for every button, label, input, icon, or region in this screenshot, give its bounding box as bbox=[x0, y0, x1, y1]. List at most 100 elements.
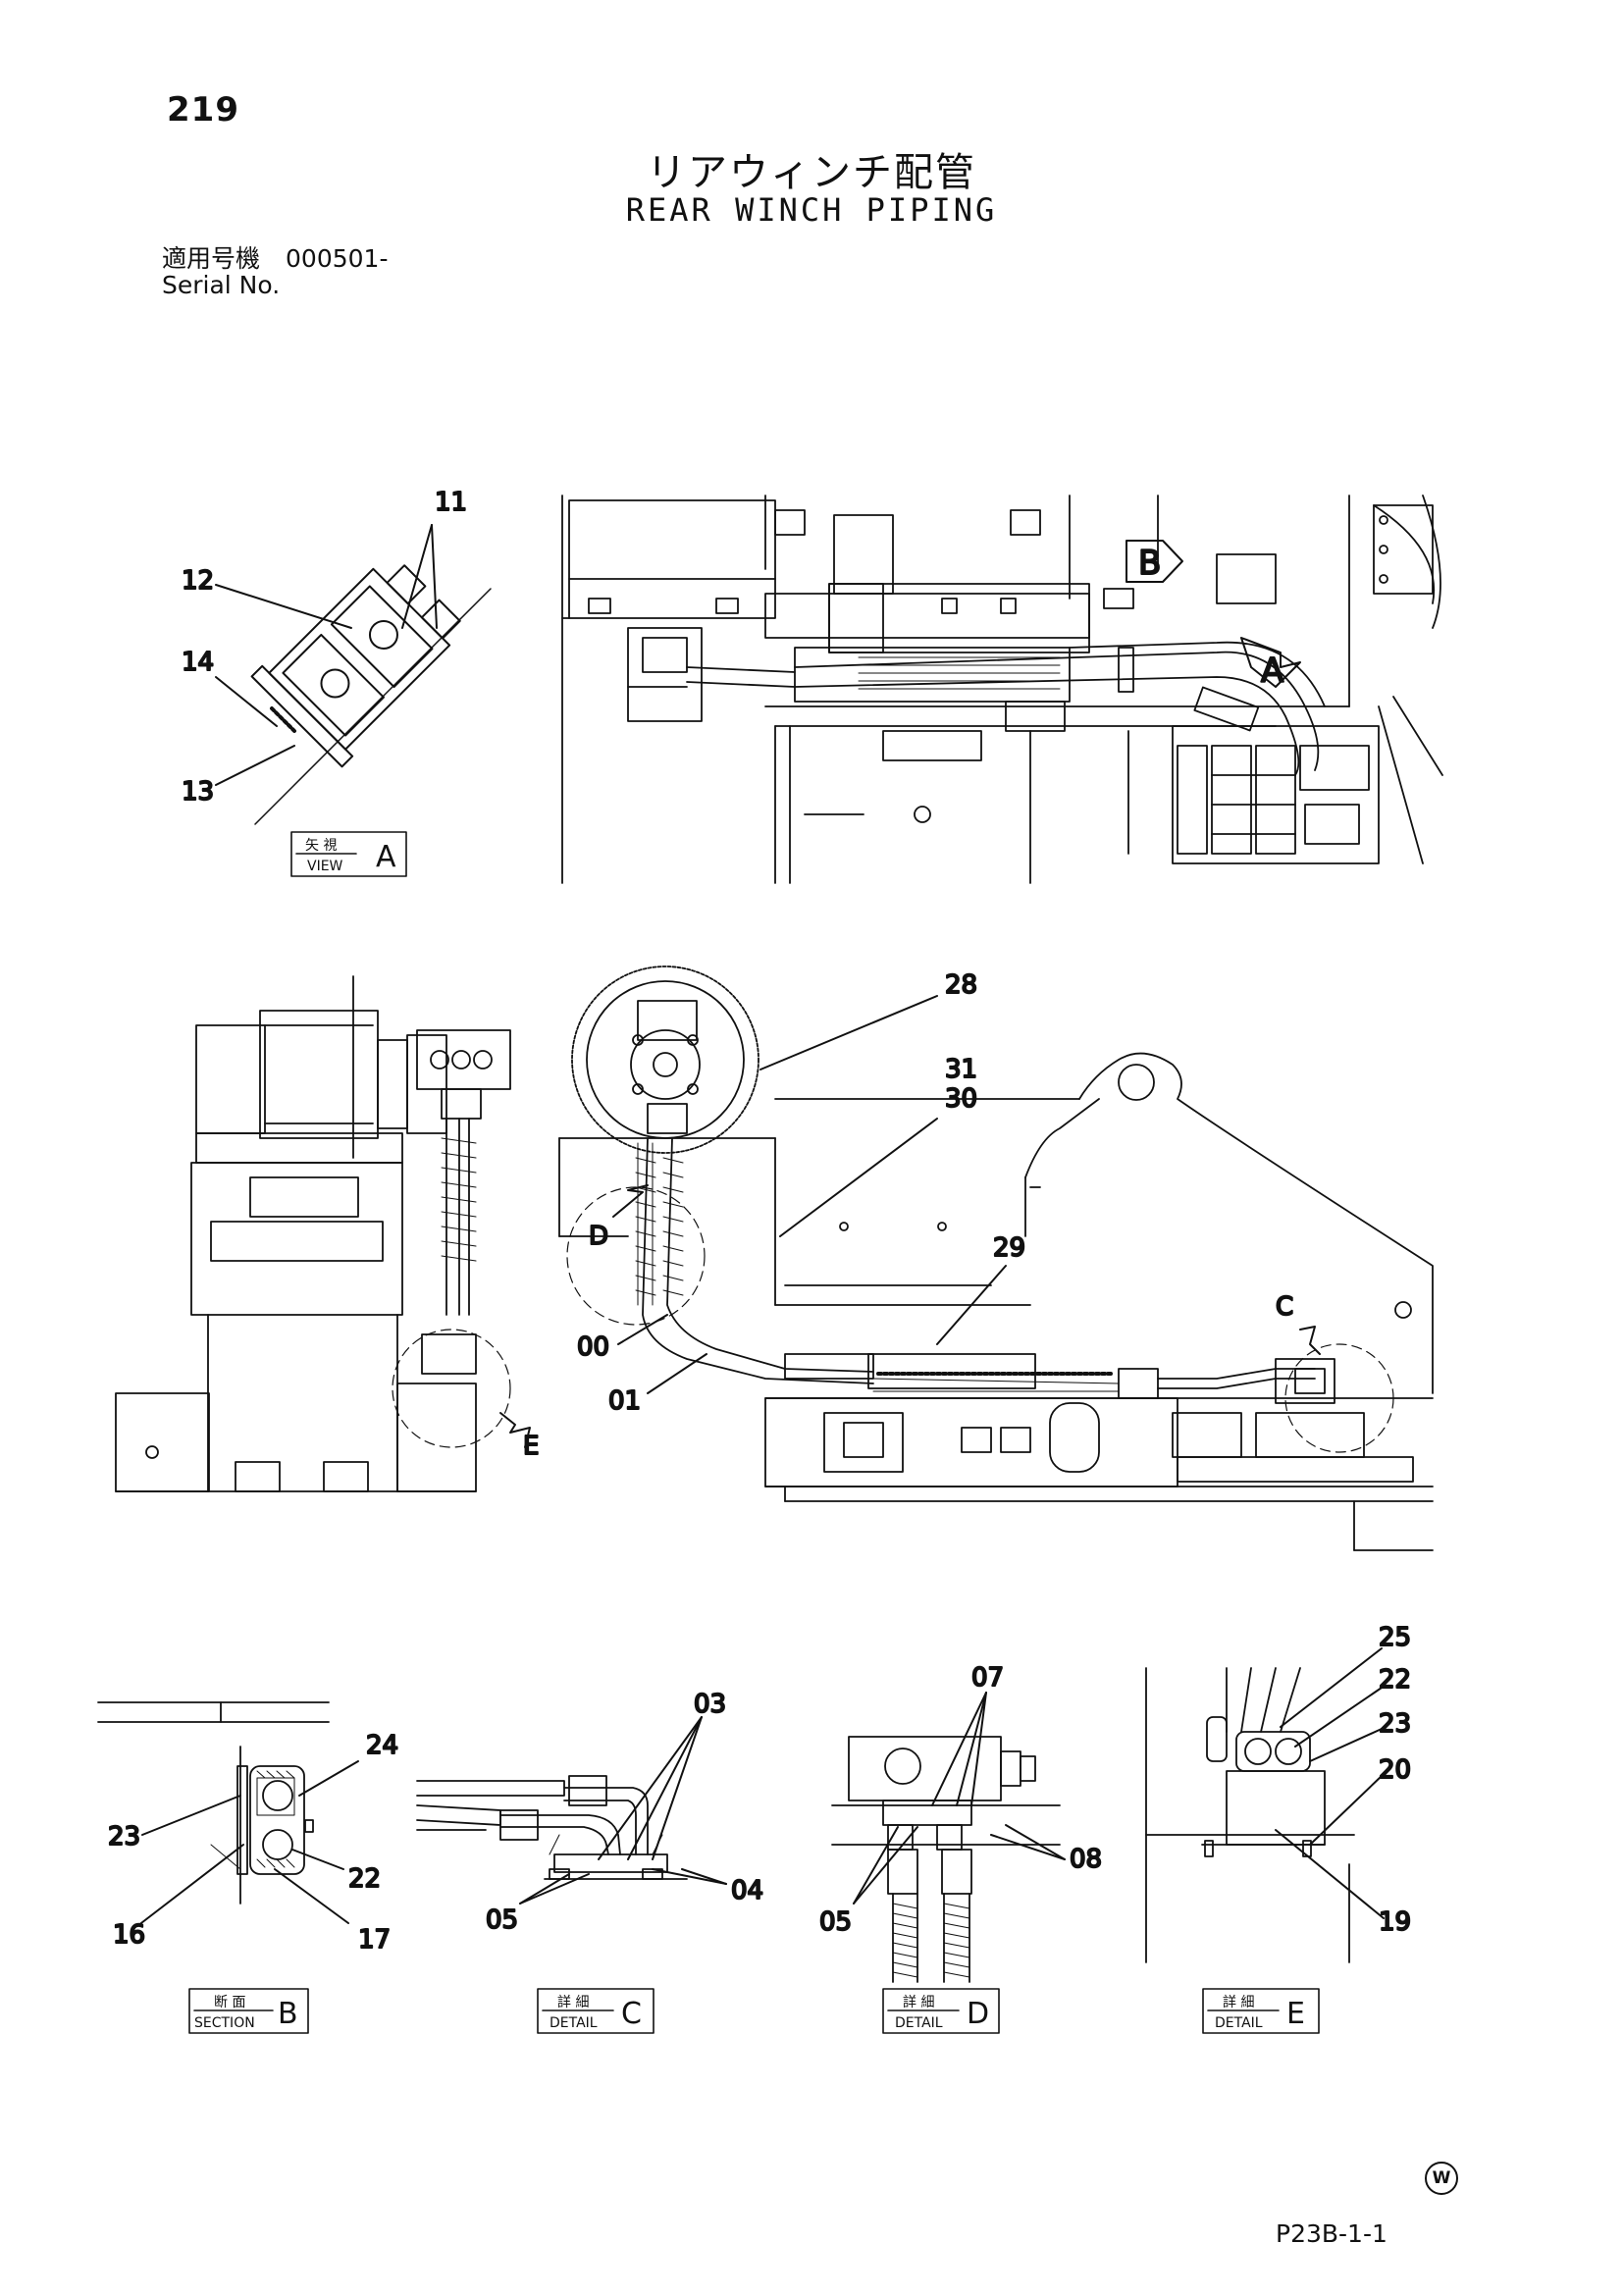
view-box-b-en: SECTION bbox=[194, 2015, 255, 2031]
leader-23 bbox=[141, 1795, 241, 1836]
view-box-c-en: DETAIL bbox=[550, 2015, 598, 2031]
leader-23b bbox=[1309, 1728, 1383, 1762]
leader-05a bbox=[519, 1873, 570, 1905]
serial-value: 000501- bbox=[286, 244, 389, 273]
leader-05d bbox=[853, 1826, 918, 1905]
view-box-b: 断 面 SECTION B bbox=[188, 1988, 309, 2034]
callout-07: 07 bbox=[971, 1663, 1004, 1693]
view-box-b-letter: B bbox=[278, 1997, 298, 2031]
view-a-letter: A bbox=[1261, 652, 1283, 691]
leader-16 bbox=[136, 1844, 244, 1927]
detail-c-drawing bbox=[416, 1775, 688, 1880]
detail-d-drawing bbox=[831, 1736, 1061, 1983]
callout-04: 04 bbox=[731, 1876, 763, 1905]
leader-01 bbox=[647, 1353, 707, 1394]
callout-29: 29 bbox=[993, 1233, 1025, 1263]
callout-05: 05 bbox=[486, 1905, 518, 1935]
callout-11: 11 bbox=[435, 488, 467, 517]
callout-20: 20 bbox=[1379, 1755, 1411, 1785]
callout-31: 31 bbox=[945, 1055, 977, 1084]
callout-28: 28 bbox=[945, 970, 977, 1000]
leader-20 bbox=[1309, 1775, 1383, 1846]
view-e-marker: E bbox=[499, 1412, 540, 1462]
leader-22b bbox=[1294, 1687, 1383, 1748]
callout-01: 01 bbox=[608, 1386, 641, 1416]
leader-14 bbox=[215, 676, 278, 727]
leader-30 bbox=[779, 1118, 938, 1237]
leader-29 bbox=[936, 1265, 1007, 1345]
view-box-d-letter: D bbox=[967, 1997, 989, 2031]
callout-25: 25 bbox=[1379, 1623, 1411, 1652]
leader-13 bbox=[215, 745, 295, 786]
callout-16: 16 bbox=[113, 1920, 145, 1950]
view-a-marker: A bbox=[1240, 637, 1301, 692]
view-box-d: 詳 細 DETAIL D bbox=[882, 1988, 1000, 2034]
view-box-b-ja: 断 面 bbox=[214, 1995, 245, 2010]
view-box-d-en: DETAIL bbox=[895, 2015, 943, 2031]
callout-17: 17 bbox=[358, 1925, 391, 1955]
callout-24: 24 bbox=[366, 1731, 398, 1760]
view-box-e-en: DETAIL bbox=[1215, 2015, 1263, 2031]
leader-12 bbox=[215, 584, 352, 629]
serial-label-en: Serial No. bbox=[162, 271, 281, 299]
callout-14: 14 bbox=[182, 648, 214, 677]
view-box-e-ja: 詳 細 bbox=[1223, 1995, 1254, 2010]
leader-22 bbox=[291, 1849, 344, 1870]
callout-12: 12 bbox=[182, 566, 214, 596]
callout-23-detail-e: 23 bbox=[1379, 1709, 1411, 1739]
w-mark: W bbox=[1425, 2162, 1458, 2195]
callout-19: 19 bbox=[1379, 1907, 1411, 1937]
view-box-e-letter: E bbox=[1286, 1997, 1305, 2031]
plan-view-drawing bbox=[561, 495, 1443, 884]
view-box-a-ja: 矢 視 bbox=[305, 838, 337, 854]
leader-17 bbox=[274, 1868, 349, 1924]
view-d-marker: D bbox=[588, 1184, 649, 1252]
leader-25 bbox=[1280, 1647, 1383, 1728]
view-box-c: 詳 細 DETAIL C bbox=[537, 1988, 654, 2034]
callout-22-detail-e: 22 bbox=[1379, 1665, 1411, 1695]
view-box-a: 矢 視 VIEW A bbox=[290, 831, 407, 877]
title-english: REAR WINCH PIPING bbox=[625, 191, 998, 229]
view-box-c-letter: C bbox=[621, 1997, 642, 2031]
leader-00 bbox=[617, 1314, 668, 1345]
leader-04b bbox=[681, 1868, 727, 1885]
view-e-letter: E bbox=[523, 1432, 539, 1461]
callout-30: 30 bbox=[945, 1084, 977, 1114]
view-box-a-en: VIEW bbox=[307, 859, 343, 874]
leader-04a bbox=[652, 1868, 727, 1885]
leader-19 bbox=[1275, 1829, 1385, 1919]
winch-side-elevation bbox=[115, 975, 511, 1492]
leader-11b bbox=[431, 524, 438, 629]
leader-28 bbox=[759, 995, 938, 1070]
title-japanese: リアウィンチ配管 bbox=[647, 150, 976, 195]
view-b-letter: B bbox=[1138, 544, 1161, 583]
callout-13: 13 bbox=[182, 777, 214, 807]
leader-11a bbox=[401, 524, 433, 629]
view-box-c-ja: 詳 細 bbox=[557, 1995, 589, 2010]
callout-00: 00 bbox=[577, 1332, 609, 1362]
view-a-drawing bbox=[250, 564, 492, 825]
leader-03a bbox=[627, 1716, 703, 1860]
callout-08: 08 bbox=[1070, 1845, 1102, 1874]
callout-23: 23 bbox=[108, 1822, 140, 1852]
view-box-a-letter: A bbox=[376, 840, 396, 874]
leader-07a bbox=[931, 1692, 987, 1806]
main-side-view bbox=[558, 965, 1434, 1551]
page-number: 219 bbox=[167, 90, 239, 130]
leader-08a bbox=[990, 1834, 1066, 1860]
view-c-marker: C bbox=[1275, 1291, 1321, 1355]
drawing-code: P23B-1-1 bbox=[1276, 2219, 1387, 2248]
leader-07c bbox=[970, 1692, 987, 1806]
view-c-letter: C bbox=[1276, 1292, 1293, 1322]
leader-03c bbox=[598, 1716, 703, 1860]
detail-e-drawing bbox=[1145, 1667, 1355, 1963]
callout-05-detail-d: 05 bbox=[819, 1907, 852, 1937]
leader-24 bbox=[298, 1760, 359, 1797]
view-d-letter: D bbox=[589, 1222, 608, 1251]
view-b-marker: B bbox=[1126, 540, 1183, 584]
callout-22: 22 bbox=[348, 1864, 381, 1894]
view-box-d-ja: 詳 細 bbox=[903, 1995, 934, 2010]
leader-05b bbox=[519, 1873, 590, 1905]
